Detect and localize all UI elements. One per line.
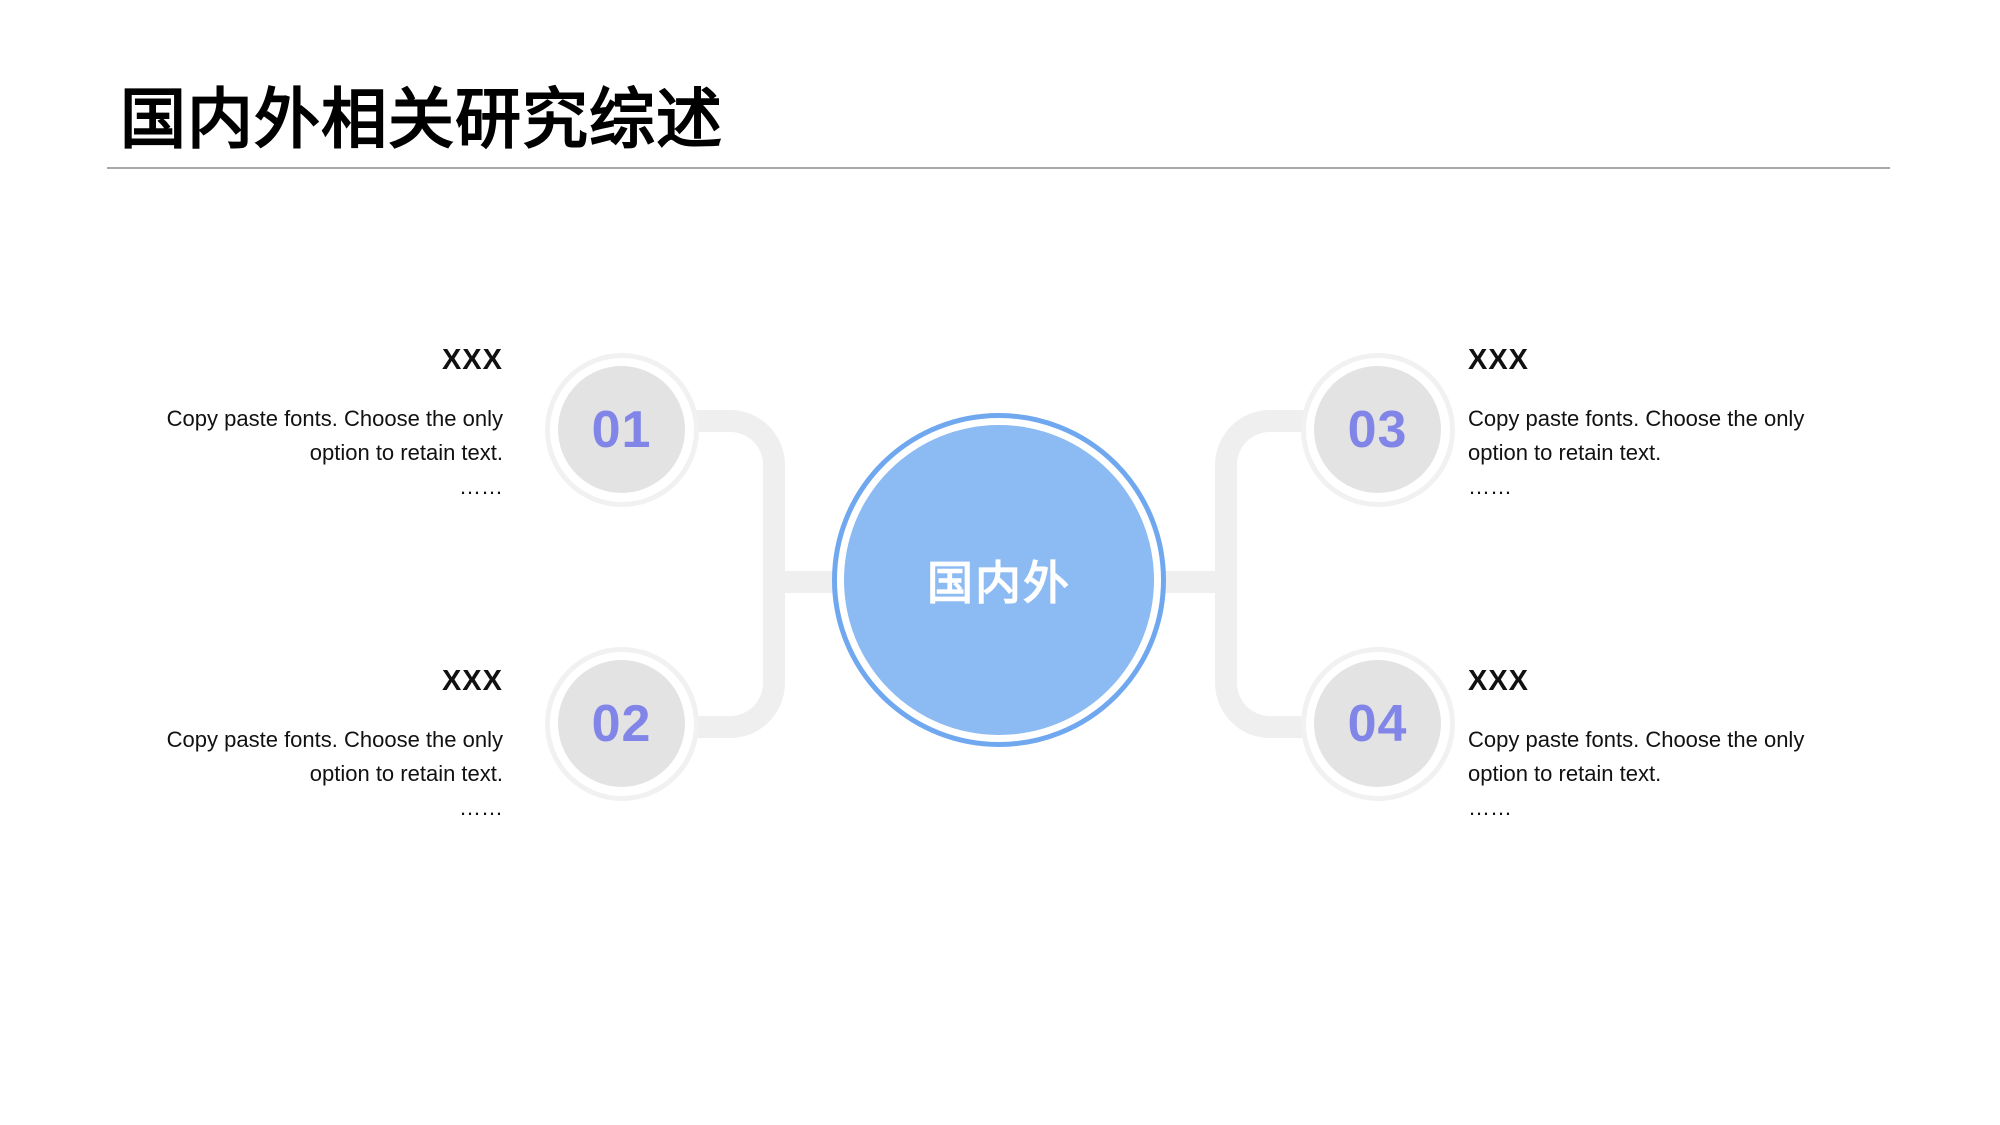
node-circle-04: 04 xyxy=(1301,647,1455,801)
title-divider xyxy=(107,167,1890,169)
node-circle-02: 02 xyxy=(545,647,699,801)
node-number-02: 02 xyxy=(591,694,652,753)
node-number-03: 03 xyxy=(1347,400,1408,459)
text-block-02-heading: XXX xyxy=(441,665,503,697)
node-circle-01: 01 xyxy=(545,353,699,507)
center-topic-circle: 国内外 xyxy=(832,413,1166,747)
text-block-02-body: Copy paste fonts. Choose the only option… xyxy=(166,727,503,786)
node-circle-03-fill: 03 xyxy=(1314,366,1441,493)
text-block-01-ellipsis: …… xyxy=(459,474,503,499)
center-topic-label: 国内外 xyxy=(927,557,1071,609)
node-circle-02-fill: 02 xyxy=(558,660,685,787)
node-number-04: 04 xyxy=(1347,694,1408,753)
slide-title: 国内外相关研究综述 xyxy=(120,82,723,156)
text-block-03-body: Copy paste fonts. Choose the only option… xyxy=(1468,406,1805,465)
node-circle-03: 03 xyxy=(1301,353,1455,507)
text-block-04-ellipsis: …… xyxy=(1468,795,1512,820)
text-block-03: XXX Copy paste fonts. Choose the only op… xyxy=(1468,343,1853,504)
text-block-02-ellipsis: …… xyxy=(459,795,503,820)
text-block-03-ellipsis: …… xyxy=(1468,474,1512,499)
text-block-01: XXX Copy paste fonts. Choose the only op… xyxy=(118,343,503,504)
node-circle-01-fill: 01 xyxy=(558,366,685,493)
text-block-04: XXX Copy paste fonts. Choose the only op… xyxy=(1468,664,1853,825)
text-block-02: XXX Copy paste fonts. Choose the only op… xyxy=(118,664,503,825)
node-number-01: 01 xyxy=(591,400,652,459)
text-block-04-body: Copy paste fonts. Choose the only option… xyxy=(1468,727,1805,786)
center-topic-fill: 国内外 xyxy=(844,425,1154,735)
text-block-04-heading: XXX xyxy=(1468,665,1530,697)
text-block-03-heading: XXX xyxy=(1468,344,1530,376)
text-block-01-heading: XXX xyxy=(441,344,503,376)
node-circle-04-fill: 04 xyxy=(1314,660,1441,787)
text-block-01-body: Copy paste fonts. Choose the only option… xyxy=(166,406,503,465)
